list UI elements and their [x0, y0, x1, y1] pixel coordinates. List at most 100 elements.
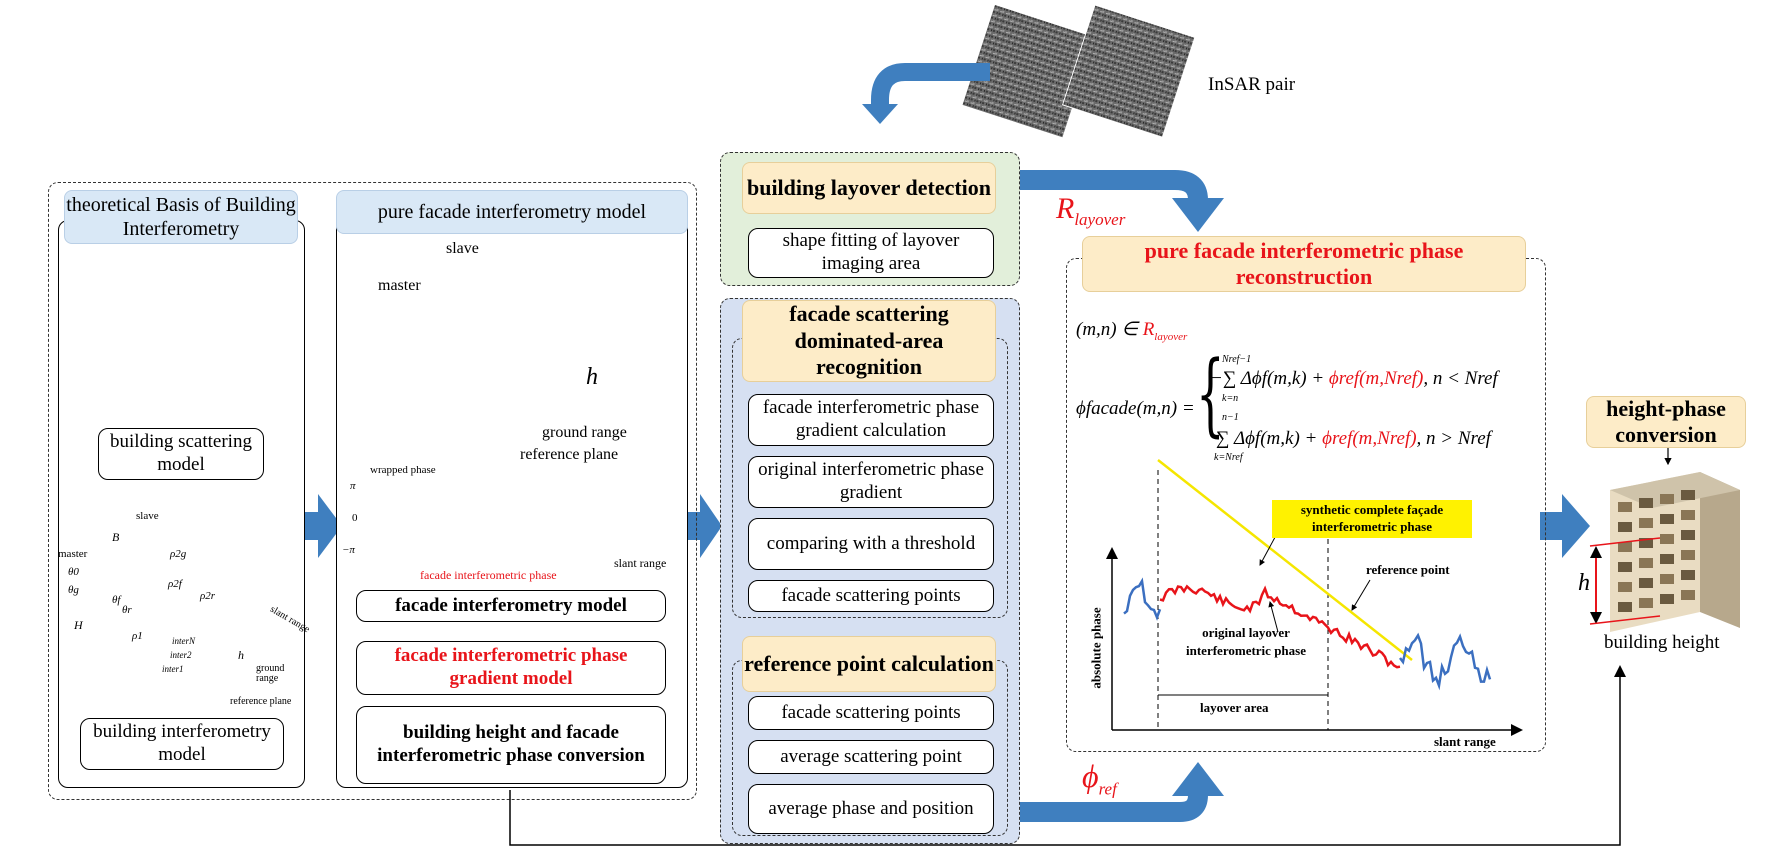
building-window [1618, 542, 1632, 552]
geom-master: master [58, 548, 88, 560]
layover-area-label: layover area [1200, 700, 1269, 715]
scattering-step-2: original interferometric phase gradient [748, 456, 994, 508]
eq-sum2-top: n−1 [1222, 412, 1239, 423]
original-phase-label: original layover interferometric phase [1186, 625, 1306, 658]
geom-slave: slave [136, 510, 159, 522]
building-interferometry-model-box: building interferometry model [80, 718, 284, 770]
wp-tick-neg-pi: −π [342, 544, 355, 556]
eq-line2: ∑ Δϕf(m,k) + ϕref(m,Nref), n > Nref [1216, 428, 1491, 449]
facade-master: master [378, 277, 421, 294]
facade-interferometry-model-box: facade interferometry model [356, 590, 666, 622]
building-window [1681, 590, 1695, 600]
geom-h: h [238, 648, 244, 662]
left-group-dashed [48, 182, 697, 800]
facade-model-panel [336, 220, 688, 788]
geom-thetag: θg [68, 584, 79, 596]
phi-facade-eq-lhs: ϕfacade(m,n) = [1076, 398, 1195, 419]
insar-pair-label: InSAR pair [1208, 74, 1296, 95]
shape-fitting-box: shape fitting of layover imaging area [748, 228, 994, 278]
facade-reference-plane: reference plane [520, 446, 619, 463]
wp-tick-pi: π [350, 480, 356, 492]
eq-sum1-bot: k=n [1222, 393, 1239, 404]
building-3d-icon [1589, 472, 1740, 632]
r-layover-symbol: Rlayover [1056, 192, 1126, 229]
geom-interN: interN [172, 636, 196, 646]
facade-gradient-model-box: facade interferometric phase gradient mo… [356, 641, 666, 695]
building-window [1681, 490, 1695, 500]
ref-step-1: facade scattering points [748, 696, 994, 730]
geom-reference-plane: reference plane [230, 696, 292, 707]
facade-model-title: pure facade interferometry model [336, 190, 688, 234]
geom-theta0: θ0 [68, 566, 79, 578]
insar-to-layover-arrow [871, 63, 990, 108]
wp-slant-range: slant range [614, 556, 667, 570]
geom-H: H [74, 618, 83, 632]
eq-sum1-top: Nref−1 [1222, 354, 1252, 365]
reference-point-label: reference point [1366, 562, 1450, 577]
eq-brace: { [1196, 342, 1225, 447]
membership-eq: (m,n) ∈ Rlayover [1076, 319, 1188, 343]
reconstruction-chart [1106, 459, 1523, 736]
wrapped-phase-label: wrapped phase [370, 464, 436, 476]
insar-image-2 [1061, 4, 1196, 138]
geom-thetar: θr [122, 604, 132, 616]
building-window [1639, 578, 1653, 588]
facade-slave: slave [446, 240, 479, 257]
building-window [1639, 538, 1653, 548]
building-scattering-model-box: building scattering model [98, 428, 264, 480]
eq-line1: −∑ Δϕf(m,k) + ϕref(m,Nref), n < Nref [1210, 368, 1498, 389]
building-window [1618, 562, 1632, 572]
layover-detection-title: building layover detection [742, 162, 996, 214]
x-axis-label: slant range [1434, 734, 1496, 749]
ref-step-2: average scattering point [748, 740, 994, 774]
geom-B: B [112, 530, 120, 544]
building-window [1660, 514, 1674, 524]
building-window [1681, 570, 1695, 580]
building-window [1681, 530, 1695, 540]
scattering-step-4: facade scattering points [748, 580, 994, 612]
geom-inter1: inter1 [162, 664, 184, 674]
building-window [1618, 582, 1632, 592]
scattering-recognition-title: facade scattering dominated-area recogni… [742, 300, 996, 382]
building-window [1681, 550, 1695, 560]
synthetic-label-box: synthetic complete façade interferometri… [1272, 500, 1472, 538]
geom-rho1: ρ1 [132, 630, 143, 642]
geom-inter2: inter2 [170, 650, 192, 660]
height-phase-title: height-phase conversion [1586, 396, 1746, 448]
geom-rho2g: ρ2g [170, 548, 187, 560]
arrow-col2-col3 [684, 494, 722, 558]
eq-sum2-bot: k=Nref [1214, 452, 1243, 463]
building-window [1618, 502, 1632, 512]
theory-title: theoretical Basis of Building Interferom… [64, 190, 298, 244]
building-window [1660, 594, 1674, 604]
ref-step-3: average phase and position [748, 784, 994, 834]
geom-rho2r: ρ2r [200, 590, 216, 602]
facade-ground-range: ground range [542, 424, 627, 441]
scattering-step-1: facade interferometric phase gradient ca… [748, 394, 994, 446]
geom-ground-range: ground range [256, 663, 285, 684]
feedback-line [509, 665, 1626, 846]
reference-point-title: reference point calculation [742, 636, 996, 692]
geom-thetaf: θf [112, 594, 121, 606]
geom-rho2f: ρ2f [168, 578, 182, 590]
arrow-col1-col2 [300, 494, 342, 558]
building-window [1639, 598, 1653, 608]
facade-h: h [586, 364, 598, 390]
building-window [1660, 494, 1674, 504]
arrow-col4-col5 [1540, 494, 1590, 558]
building-window [1639, 498, 1653, 508]
building-height-label: building height [1604, 632, 1720, 653]
theory-panel [58, 220, 305, 788]
facade-phase-label: facade interferometric phase [420, 568, 557, 582]
building-window [1639, 518, 1653, 528]
building-window [1660, 534, 1674, 544]
scattering-step-3: comparing with a threshold [748, 518, 994, 570]
building-window [1681, 510, 1695, 520]
wp-tick-zero: 0 [352, 512, 358, 524]
building-h-label: h [1578, 570, 1590, 596]
insar-image-1 [962, 5, 1095, 138]
building-window [1618, 522, 1632, 532]
y-axis-label: absolute phase [1088, 607, 1104, 689]
height-phase-conversion-model-box: building height and facade interferometr… [356, 706, 666, 784]
phi-ref-symbol: ϕref [1082, 758, 1117, 799]
